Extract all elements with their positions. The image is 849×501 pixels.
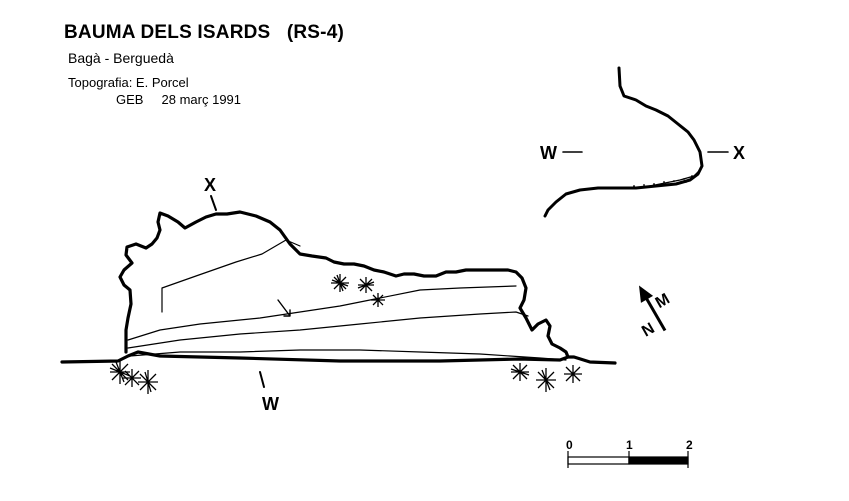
section-tick-x	[210, 195, 217, 211]
vegetation-star	[564, 365, 582, 383]
contour-line-middle	[127, 311, 529, 349]
vegetation-symbols	[109, 274, 582, 394]
group-date: GEB 28 març 1991	[116, 92, 242, 107]
north-label-m: M	[653, 291, 673, 312]
contour-line-back	[161, 239, 301, 313]
scale-bar: 0 1 2	[566, 438, 693, 468]
scale-label-2: 2	[686, 438, 693, 452]
map-title: BAUMA DELS ISARDS (RS-4)	[64, 22, 345, 43]
cave-wall	[118, 210, 570, 359]
section-sediment	[617, 169, 701, 189]
contour-line-lower	[129, 349, 567, 361]
vegetation-star	[536, 368, 556, 392]
plan-view	[60, 195, 617, 388]
north-arrow-shaft	[643, 295, 667, 332]
section-label-x: X	[733, 143, 745, 163]
north-arrow-head-icon	[639, 285, 654, 303]
vegetation-star	[109, 360, 131, 384]
slope-arrow	[277, 299, 291, 317]
vegetation-star	[371, 293, 385, 307]
section-label-w: W	[540, 143, 557, 163]
vegetation-star	[331, 274, 349, 292]
vegetation-star	[138, 370, 158, 394]
vegetation-star	[510, 363, 530, 381]
scale-label-1: 1	[626, 438, 633, 452]
topography-credit: Topografia: E. Porcel	[68, 75, 189, 90]
plan-label-w: W	[262, 394, 279, 414]
contour-line-upper	[127, 285, 517, 341]
ground-line	[60, 350, 617, 365]
scale-label-0: 0	[566, 438, 573, 452]
vegetation-star	[357, 277, 375, 293]
scale-bar-segment-filled	[628, 456, 689, 465]
location-subtitle: Bagà - Berguedà	[68, 50, 174, 66]
section-tick-w	[259, 371, 265, 388]
plan-label-x: X	[204, 175, 216, 195]
vegetation-star	[123, 369, 141, 387]
scale-bar-segment-empty	[567, 456, 630, 465]
cross-section	[543, 66, 729, 218]
section-outline	[543, 66, 704, 218]
north-arrow: N M	[639, 285, 673, 341]
sediment-dots	[633, 175, 693, 188]
north-label-n: N	[639, 320, 658, 341]
